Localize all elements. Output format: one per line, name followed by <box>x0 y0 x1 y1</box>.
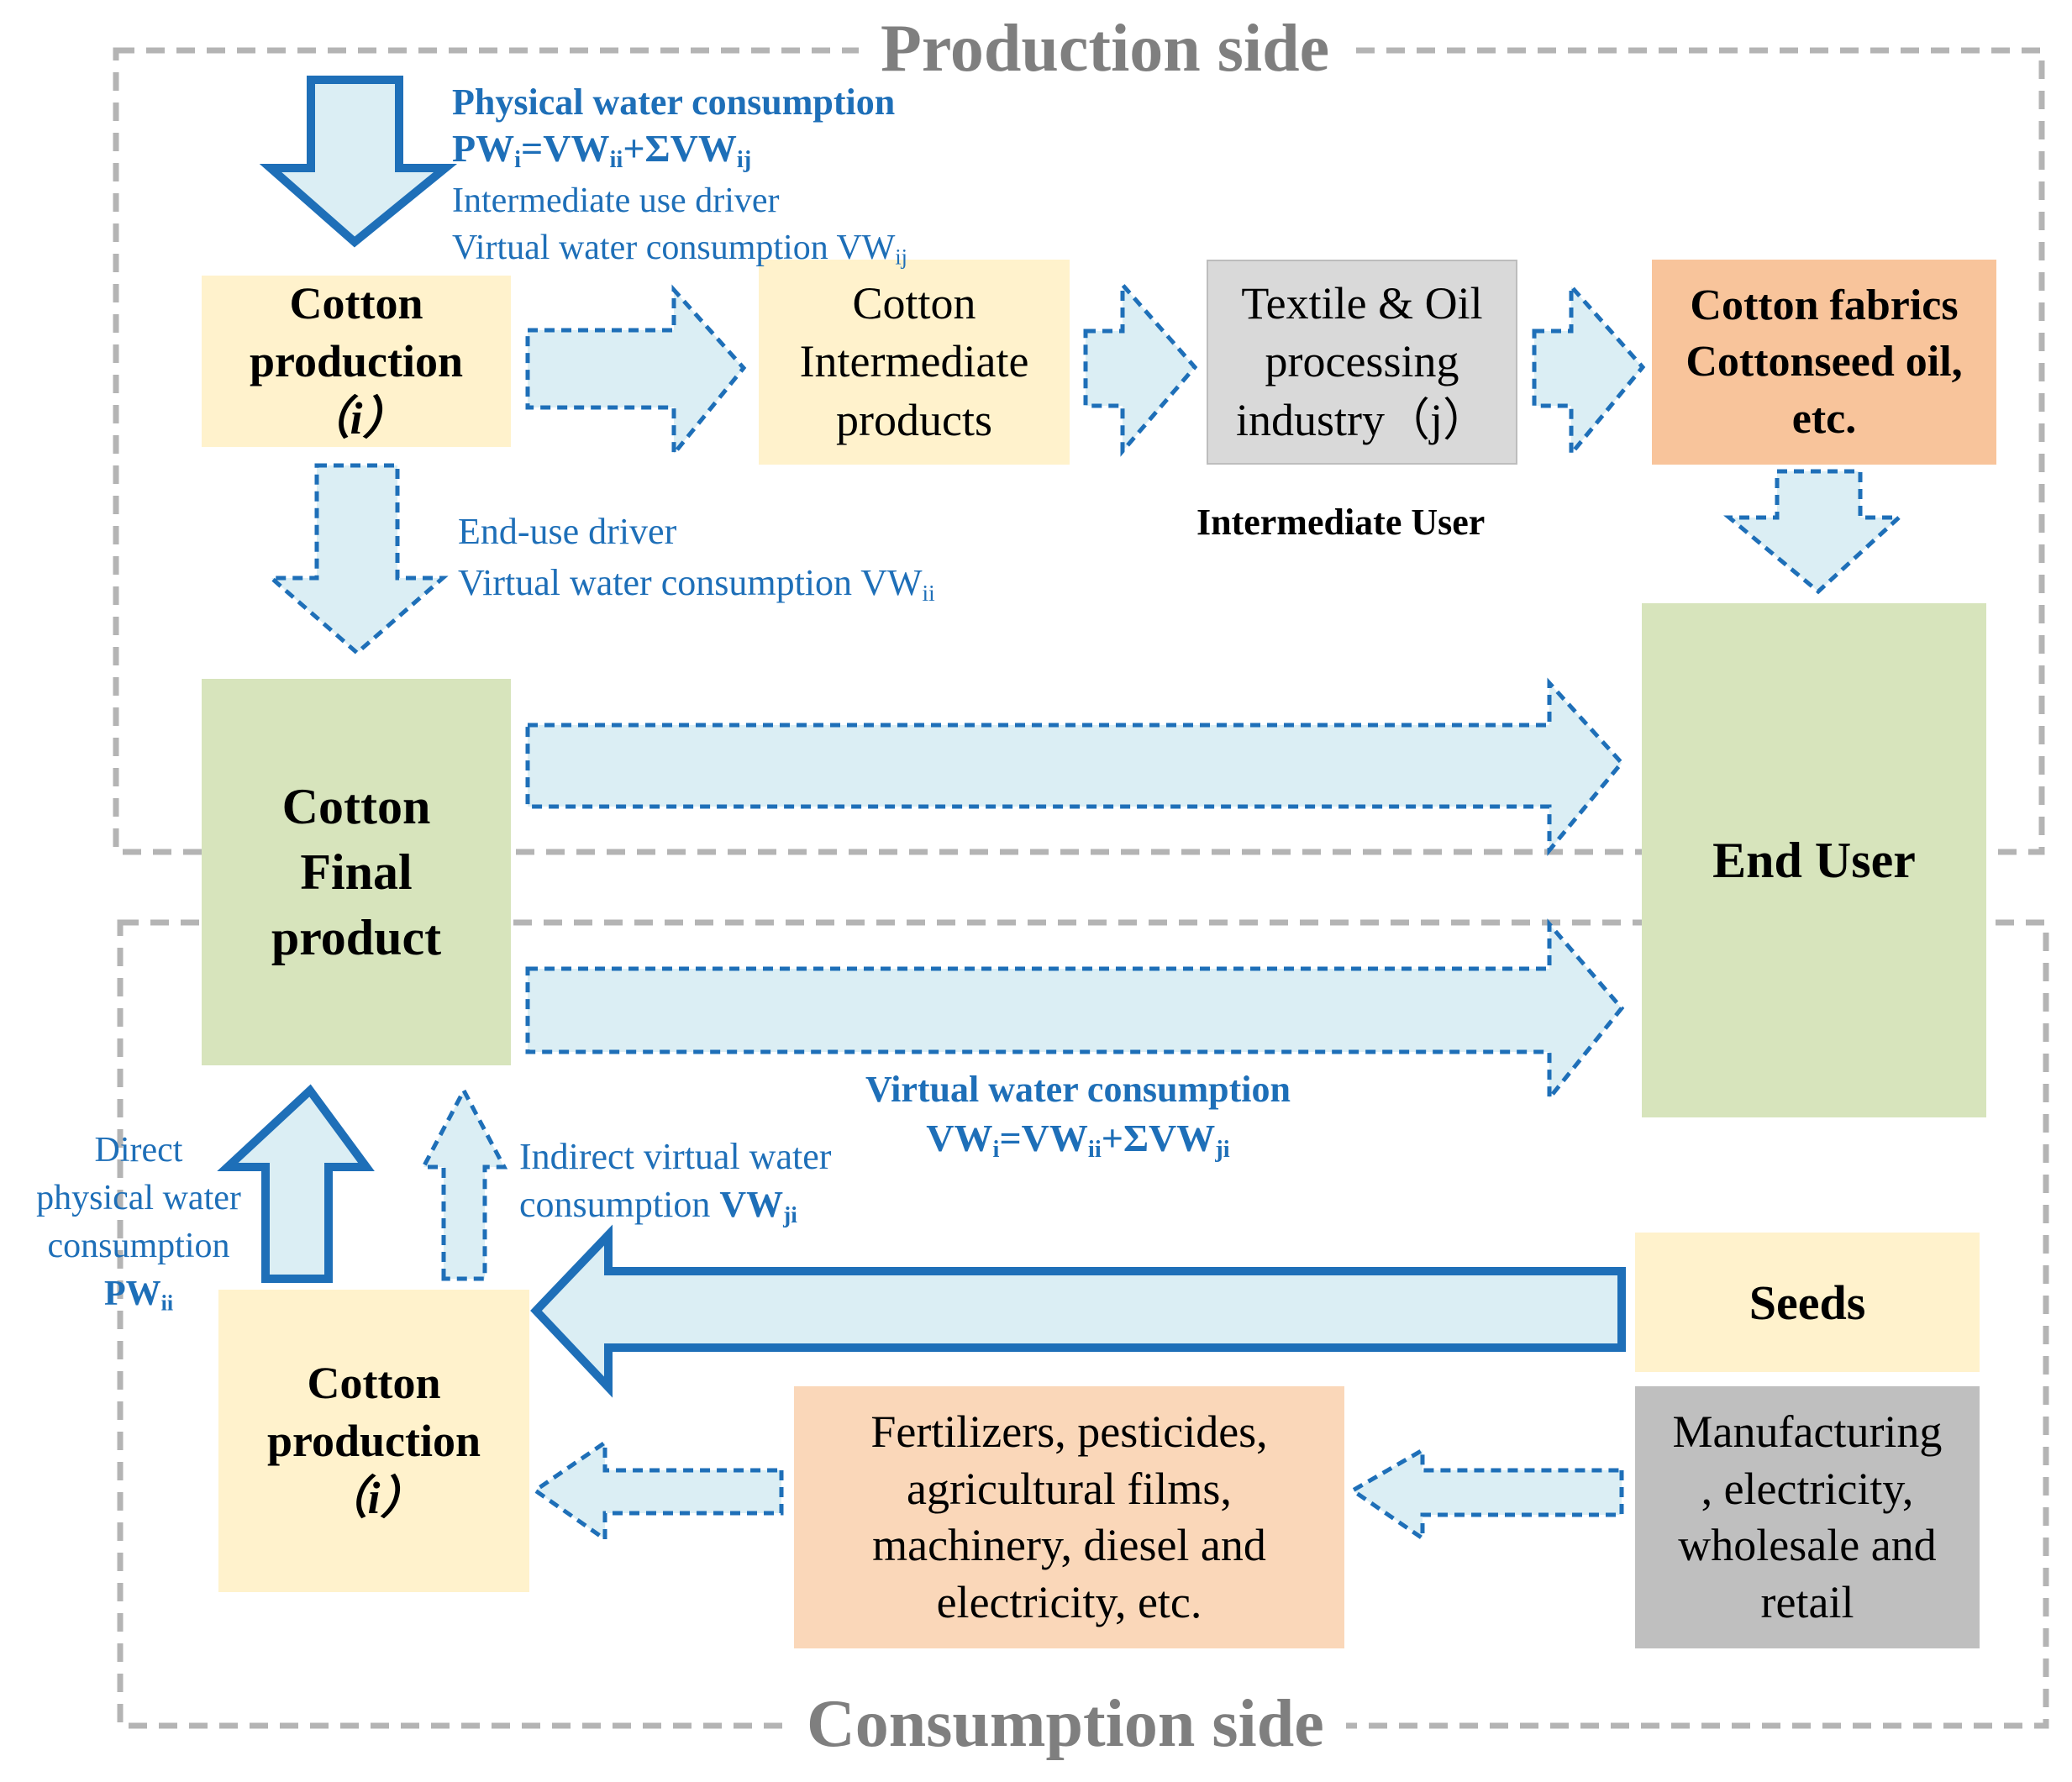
fertilizers-to-production-arrow <box>531 1438 784 1543</box>
textile-oil-line1: Textile & Oil <box>1241 278 1483 329</box>
cotton-production-bottom-line2: production <box>266 1415 481 1466</box>
fertilizers-line1: Fertilizers, pesticides, <box>870 1406 1268 1457</box>
cotton-production-top-box: Cotton production （i） <box>202 276 511 447</box>
cotton-intermediate-products-box: Cotton Intermediate products <box>759 260 1070 465</box>
fertilizers-line3: machinery, diesel and <box>872 1520 1266 1570</box>
textile-to-fabrics-arrow <box>1532 281 1646 460</box>
cotton-fabrics-line3: etc. <box>1791 394 1857 443</box>
intermediate-to-textile-arrow <box>1083 279 1198 457</box>
manufacturing-line4: retail <box>1760 1576 1854 1627</box>
manufacturing-line3: wholesale and <box>1678 1520 1937 1570</box>
cotton-production-bottom-line3: （i） <box>322 1473 426 1524</box>
fertilizers-box: Fertilizers, pesticides, agricultural fi… <box>794 1386 1344 1648</box>
seeds-to-final-arrow <box>530 1224 1626 1398</box>
end-use-driver-label: End-use driver Virtual water consumption… <box>458 507 935 609</box>
end-use-driver-line2: Virtual water consumption VWii <box>458 561 935 606</box>
textile-oil-line2: processing <box>1265 336 1459 387</box>
direct-physical-water-arrow <box>217 1084 375 1283</box>
indirect-virtual-line2: consumption VWji <box>519 1184 797 1227</box>
cotton-fabrics-box: Cotton fabrics Cottonseed oil, etc. <box>1652 260 1996 465</box>
fertilizers-line4: electricity, etc. <box>936 1576 1202 1627</box>
cotton-intermediate-line1: Cotton <box>852 278 976 329</box>
cotton-production-top-line1: Cotton <box>289 278 423 329</box>
cotton-production-bottom-box: Cotton production （i） <box>218 1290 529 1592</box>
final-to-end-user-arrow-upper <box>525 677 1625 856</box>
manufacturing-to-fertilizers-arrow <box>1349 1446 1624 1543</box>
virtual-water-formula: VWi=VWii+ΣVWji <box>926 1117 1230 1164</box>
physical-water-input-arrow <box>259 76 458 248</box>
intermediate-driver-label: Intermediate use driver Virtual water co… <box>452 178 907 272</box>
textile-oil-processing-box: Textile & Oil processing industry（j） <box>1207 260 1517 465</box>
cotton-production-top-line3: （i） <box>304 393 408 444</box>
physical-water-title: Physical water consumption <box>452 81 896 123</box>
consumption-side-title: Consumption side <box>785 1690 1346 1758</box>
intermediate-driver-line1: Intermediate use driver <box>452 181 780 220</box>
direct-physical-line2: physical water <box>36 1179 241 1218</box>
cotton-fabrics-line1: Cotton fabrics <box>1690 281 1959 329</box>
manufacturing-line2: , electricity, <box>1701 1463 1914 1514</box>
cotton-final-line1: Cotton <box>281 779 431 834</box>
direct-physical-line4: PWii <box>103 1275 174 1316</box>
cotton-production-bottom-line1: Cotton <box>307 1358 441 1409</box>
indirect-virtual-water-arrow <box>419 1085 508 1281</box>
final-to-end-user-arrow-lower <box>525 918 1625 1105</box>
fertilizers-line2: agricultural films, <box>907 1463 1232 1514</box>
fabrics-to-end-user-arrow <box>1723 469 1905 595</box>
direct-physical-water-label: Direct physical water consumption PWii <box>17 1127 260 1318</box>
manufacturing-box: Manufacturing , electricity, wholesale a… <box>1635 1386 1980 1648</box>
manufacturing-line1: Manufacturing <box>1672 1406 1943 1457</box>
indirect-virtual-line1: Indirect virtual water <box>519 1136 832 1177</box>
direct-physical-line1: Direct <box>94 1131 183 1170</box>
indirect-virtual-water-label: Indirect virtual water consumption VWji <box>519 1133 831 1230</box>
cotton-fabrics-line2: Cottonseed oil, <box>1685 338 1963 386</box>
end-user-box: End User <box>1642 603 1986 1117</box>
virtual-water-title: Virtual water consumption <box>865 1069 1291 1110</box>
direct-physical-line3: consumption <box>47 1227 230 1266</box>
cotton-production-top-line2: production <box>249 335 464 386</box>
physical-water-label: Physical water consumption PWi=VWii+ΣVWi… <box>452 81 895 175</box>
physical-water-formula: PWi=VWii+ΣVWij <box>452 126 752 173</box>
end-user-label: End User <box>1712 832 1916 888</box>
cotton-final-product-box: Cotton Final product <box>202 679 511 1065</box>
cotton-final-line3: product <box>271 910 442 965</box>
intermediate-driver-line2: Virtual water consumption VWij <box>452 228 907 270</box>
textile-oil-line3: industry（j） <box>1235 394 1488 445</box>
seeds-label: Seeds <box>1749 1275 1866 1330</box>
end-use-driver-line1: End-use driver <box>458 511 677 552</box>
cotton-intermediate-line3: products <box>836 394 992 445</box>
end-use-driver-arrow <box>266 463 449 656</box>
seeds-box: Seeds <box>1635 1233 1980 1372</box>
cotton-intermediate-line2: Intermediate <box>799 336 1029 387</box>
intermediate-user-label: Intermediate User <box>1196 502 1486 543</box>
cotton-final-line2: Final <box>300 844 413 900</box>
production-to-intermediate-arrow <box>525 284 747 460</box>
virtual-water-label: Virtual water consumption VWi=VWii+ΣVWji <box>865 1065 1291 1165</box>
production-side-title: Production side <box>859 15 1352 82</box>
production-side-region <box>113 47 2045 855</box>
